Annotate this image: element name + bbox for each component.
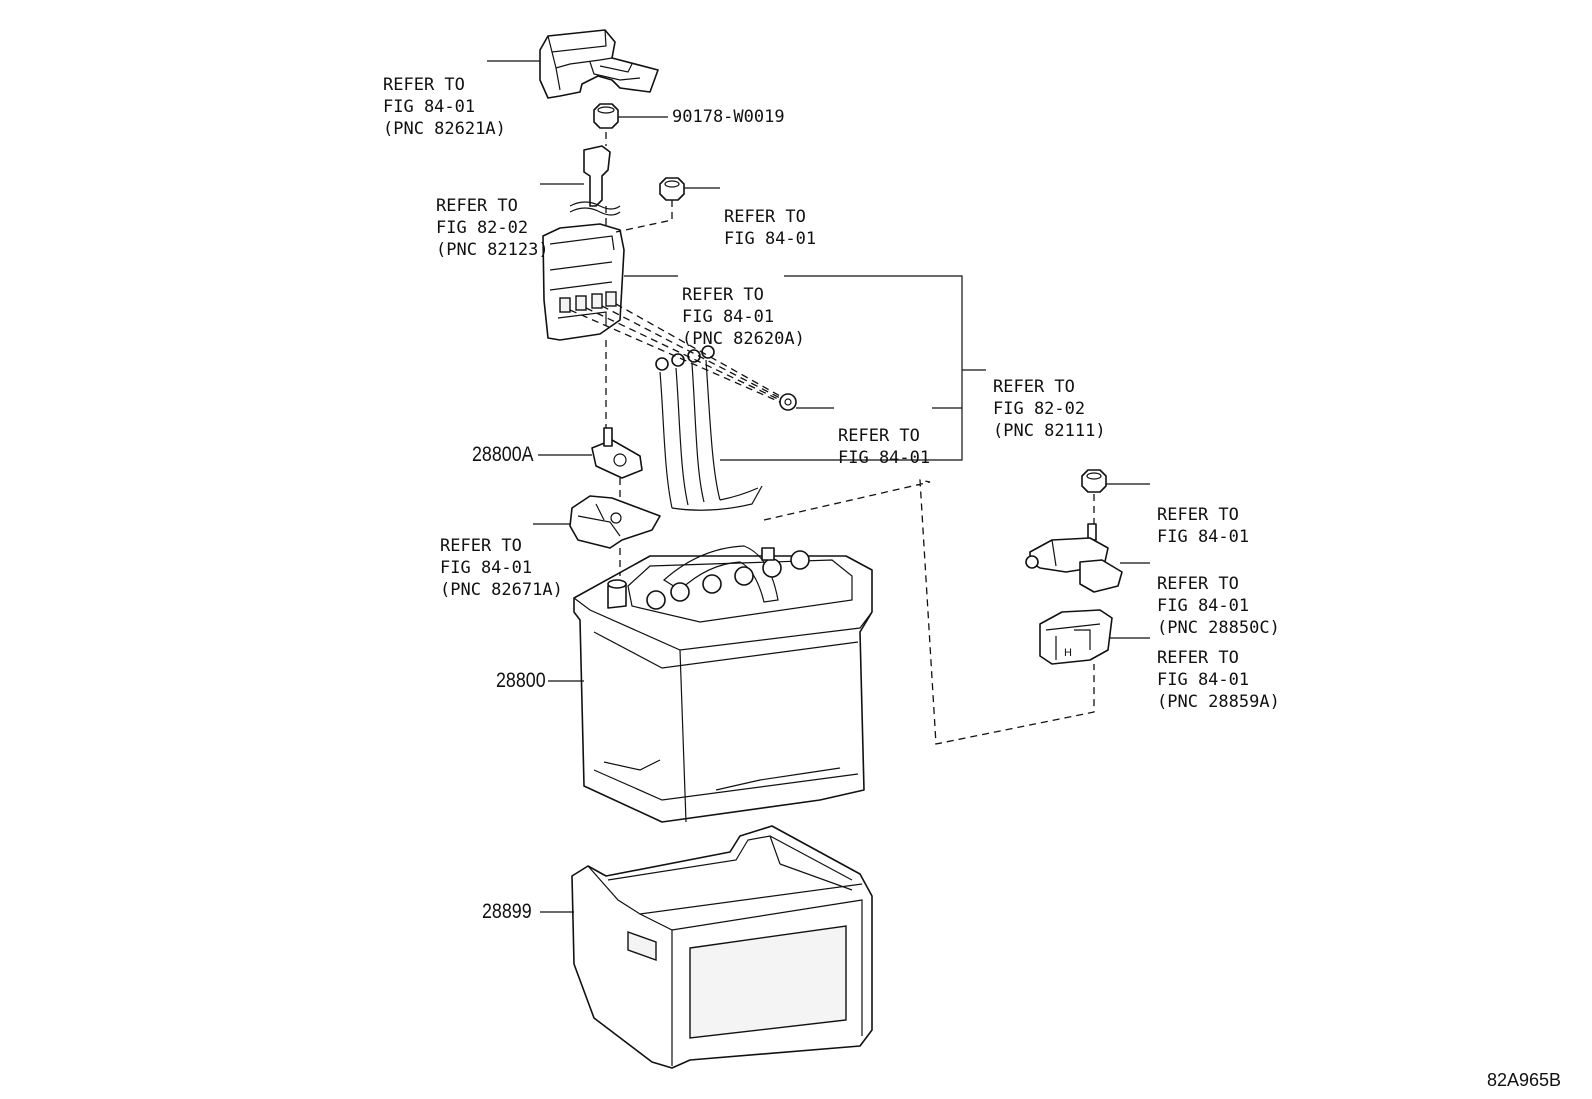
- sensor-bracket: H: [1039, 609, 1113, 665]
- battery-tray: [571, 825, 873, 1069]
- callout-top-nut: 90178-W0019: [672, 107, 785, 127]
- wire-harness: [655, 345, 763, 511]
- assembly-dashed-lines: [569, 132, 1095, 745]
- leader-lines: [487, 60, 1150, 913]
- diagram-code: 82A965B: [1487, 1070, 1562, 1090]
- battery-cable-end: [569, 145, 621, 216]
- fuse-block: [542, 223, 625, 341]
- terminal-cover-top: [539, 29, 659, 99]
- svg-text:H: H: [1064, 647, 1072, 659]
- part-number-28800a: 28800A: [472, 443, 534, 466]
- part-number-28899: 28899: [482, 900, 532, 923]
- battery: [573, 545, 873, 823]
- nut-90178-w0019: [593, 103, 619, 129]
- sensor-nut: [1081, 469, 1107, 493]
- terminal-clamp: [591, 427, 643, 479]
- part-number-28800: 28800: [496, 669, 546, 692]
- current-sensor: [1025, 523, 1123, 593]
- terminal-cover: [569, 495, 661, 549]
- nut-right: [659, 177, 685, 201]
- small-nut: [779, 393, 797, 411]
